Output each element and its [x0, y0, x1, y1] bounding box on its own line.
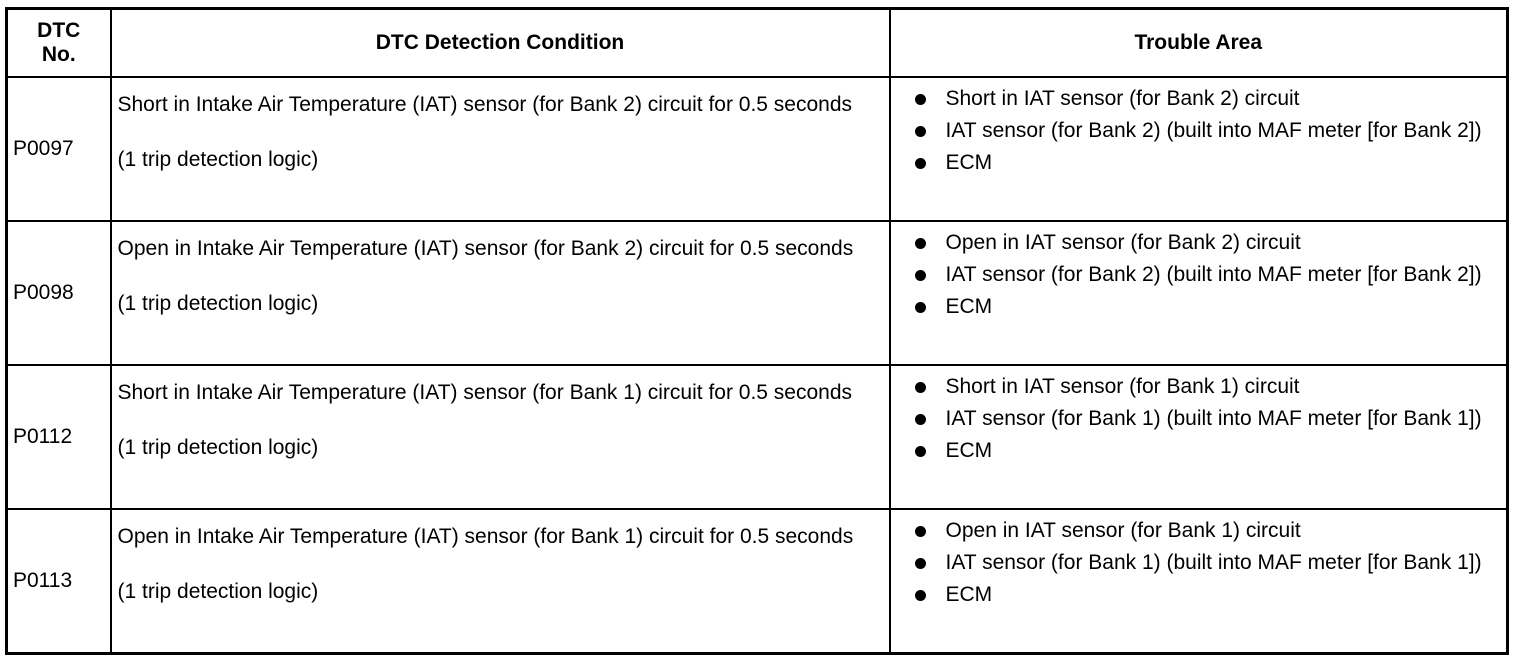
list-item: IAT sensor (for Bank 2) (built into MAF …: [891, 116, 1497, 146]
dtc-table: DTC No. DTC Detection Condition Trouble …: [5, 7, 1509, 655]
header-dtc-no: DTC No.: [5, 7, 112, 78]
trouble-area-text: Short in IAT sensor (for Bank 1) circuit: [945, 375, 1300, 398]
condition-text: Short in Intake Air Temperature (IAT) se…: [117, 381, 853, 404]
header-trouble-area: Trouble Area: [888, 7, 1509, 78]
table-row: P0113 Open in Intake Air Temperature (IA…: [5, 508, 1509, 655]
list-item: Open in IAT sensor (for Bank 1) circuit: [891, 516, 1497, 546]
detection-condition: Short in Intake Air Temperature (IAT) se…: [109, 76, 891, 222]
bullet-icon: [914, 238, 926, 249]
detection-logic: (1 trip detection logic): [117, 148, 319, 171]
list-item: ECM: [891, 580, 1497, 610]
bullet-icon: [914, 526, 926, 537]
trouble-area: Short in IAT sensor (for Bank 2) circuit…: [888, 76, 1509, 222]
trouble-area-text: ECM: [945, 439, 993, 462]
list-item: IAT sensor (for Bank 1) (built into MAF …: [891, 404, 1497, 434]
detection-condition: Open in Intake Air Temperature (IAT) sen…: [109, 508, 891, 655]
list-item: Short in IAT sensor (for Bank 1) circuit: [891, 372, 1497, 402]
condition-text: Open in Intake Air Temperature (IAT) sen…: [117, 237, 854, 260]
trouble-area: Open in IAT sensor (for Bank 1) circuit …: [888, 508, 1509, 655]
bullet-icon: [914, 126, 926, 137]
dtc-code: P0098: [5, 220, 112, 366]
trouble-area-list: Short in IAT sensor (for Bank 1) circuit…: [891, 372, 1497, 466]
list-item: ECM: [891, 148, 1497, 178]
bullet-icon: [914, 446, 926, 457]
table-row: P0098 Open in Intake Air Temperature (IA…: [5, 220, 1509, 366]
bullet-icon: [914, 414, 926, 425]
dtc-code: P0112: [5, 364, 112, 510]
header-detection-condition: DTC Detection Condition: [109, 7, 891, 78]
table-header-row: DTC No. DTC Detection Condition Trouble …: [5, 7, 1509, 78]
list-item: IAT sensor (for Bank 2) (built into MAF …: [891, 260, 1497, 290]
bullet-icon: [914, 382, 926, 393]
list-item: Short in IAT sensor (for Bank 2) circuit: [891, 84, 1497, 114]
trouble-area-text: IAT sensor (for Bank 1) (built into MAF …: [945, 551, 1482, 574]
trouble-area-list: Short in IAT sensor (for Bank 2) circuit…: [891, 84, 1497, 178]
trouble-area-text: IAT sensor (for Bank 2) (built into MAF …: [945, 119, 1482, 142]
bullet-icon: [914, 270, 926, 281]
detection-condition: Open in Intake Air Temperature (IAT) sen…: [109, 220, 891, 366]
trouble-area-text: IAT sensor (for Bank 2) (built into MAF …: [945, 263, 1482, 286]
list-item: ECM: [891, 436, 1497, 466]
trouble-area: Open in IAT sensor (for Bank 2) circuit …: [888, 220, 1509, 366]
detection-logic: (1 trip detection logic): [117, 580, 319, 603]
trouble-area-text: ECM: [945, 151, 993, 174]
trouble-area-text: ECM: [945, 583, 993, 606]
dtc-code: P0097: [5, 76, 112, 222]
bullet-icon: [914, 558, 926, 569]
trouble-area-text: Short in IAT sensor (for Bank 2) circuit: [945, 87, 1300, 110]
trouble-area: Short in IAT sensor (for Bank 1) circuit…: [888, 364, 1509, 510]
table-row: P0112 Short in Intake Air Temperature (I…: [5, 364, 1509, 510]
table-row: P0097 Short in Intake Air Temperature (I…: [5, 76, 1509, 222]
bullet-icon: [914, 302, 926, 313]
bullet-icon: [914, 590, 926, 601]
list-item: Open in IAT sensor (for Bank 2) circuit: [891, 228, 1497, 258]
bullet-icon: [914, 94, 926, 105]
detection-logic: (1 trip detection logic): [117, 436, 319, 459]
condition-text: Open in Intake Air Temperature (IAT) sen…: [117, 525, 854, 548]
trouble-area-text: Open in IAT sensor (for Bank 2) circuit: [945, 231, 1301, 254]
bullet-icon: [914, 158, 926, 169]
trouble-area-text: ECM: [945, 295, 993, 318]
trouble-area-text: Open in IAT sensor (for Bank 1) circuit: [945, 519, 1301, 542]
detection-logic: (1 trip detection logic): [117, 292, 319, 315]
trouble-area-list: Open in IAT sensor (for Bank 1) circuit …: [891, 516, 1497, 610]
list-item: IAT sensor (for Bank 1) (built into MAF …: [891, 548, 1497, 578]
detection-condition: Short in Intake Air Temperature (IAT) se…: [109, 364, 891, 510]
trouble-area-list: Open in IAT sensor (for Bank 2) circuit …: [891, 228, 1497, 322]
trouble-area-text: IAT sensor (for Bank 1) (built into MAF …: [945, 407, 1482, 430]
list-item: ECM: [891, 292, 1497, 322]
dtc-code: P0113: [5, 508, 112, 655]
condition-text: Short in Intake Air Temperature (IAT) se…: [117, 93, 853, 116]
